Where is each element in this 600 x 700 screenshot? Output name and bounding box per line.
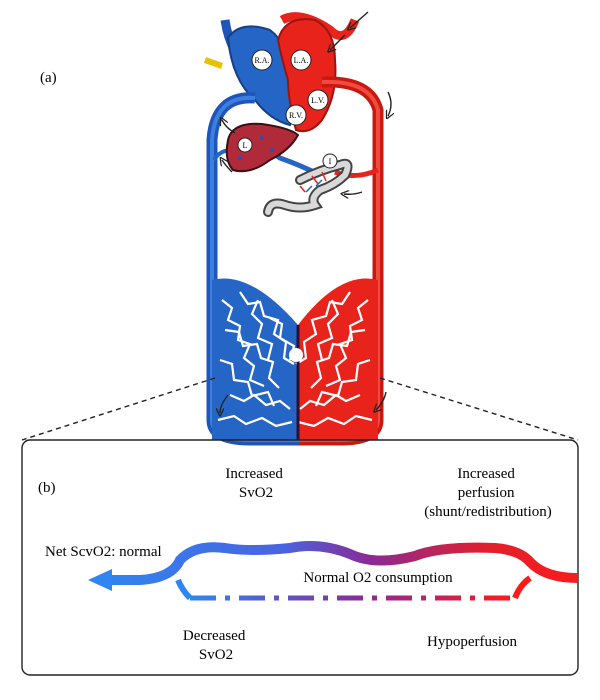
svg-text:L.A.: L.A.: [294, 56, 309, 65]
lower-branch-right: [512, 575, 532, 600]
svg-text:I: I: [329, 157, 332, 166]
flow-arrow-icon: [350, 11, 369, 28]
increased-perfusion-label: Increased perfusion (shunt/redistributio…: [424, 466, 552, 520]
yellow-vessel: [204, 57, 223, 69]
flow-arrow-icon: [220, 394, 229, 413]
node-ra: R.A.: [251, 49, 273, 71]
venous-capillary-bed: [212, 278, 298, 440]
svg-text:L.V.: L.V.: [311, 96, 325, 105]
hypoperfusion-label: Hypoperfusion: [427, 634, 517, 650]
decreased-svo2-label: Decreased SvO2: [183, 628, 249, 663]
svg-text:L: L: [243, 141, 248, 150]
circulation-diagram: R.A. L.A. R.V. L.V. L I: [204, 11, 391, 446]
flow-arrow-icon: [344, 192, 363, 194]
normal-consumption-label: Normal O2 consumption: [303, 570, 453, 586]
flow-arrow-icon: [330, 34, 346, 50]
normal-flow-band: [108, 541, 579, 585]
intestine: [263, 158, 353, 217]
net-scvo2-label: Net ScvO2: normal: [45, 544, 162, 560]
zoom-line-left: [21, 377, 216, 441]
mesenteric-artery: [334, 167, 379, 178]
node-la: L.A.: [290, 49, 312, 71]
output-arrow-icon: [88, 569, 112, 591]
svg-text:R.V.: R.V.: [289, 111, 303, 120]
increased-svo2-label: Increased SvO2: [225, 466, 286, 501]
lower-branch-left: [175, 578, 193, 601]
capillary-white-node: [289, 348, 303, 362]
node-lv: L.V.: [307, 89, 329, 111]
arterial-capillary-bed: [295, 278, 378, 440]
panel-b-label: (b): [38, 480, 56, 496]
flow-arrow-icon: [376, 391, 387, 410]
panel-b-frame: [21, 439, 579, 676]
flow-arrow-icon: [222, 160, 233, 173]
flow-arrow-icon: [388, 91, 391, 116]
zoom-line-right: [379, 377, 579, 441]
liver: [225, 122, 300, 173]
node-intestine: I: [322, 153, 338, 169]
node-rv: R.V.: [285, 104, 307, 126]
node-liver: L: [237, 137, 253, 153]
flow-arrow-icon: [222, 120, 236, 134]
panel-a-label: (a): [40, 70, 57, 86]
svg-text:R.A.: R.A.: [254, 56, 269, 65]
